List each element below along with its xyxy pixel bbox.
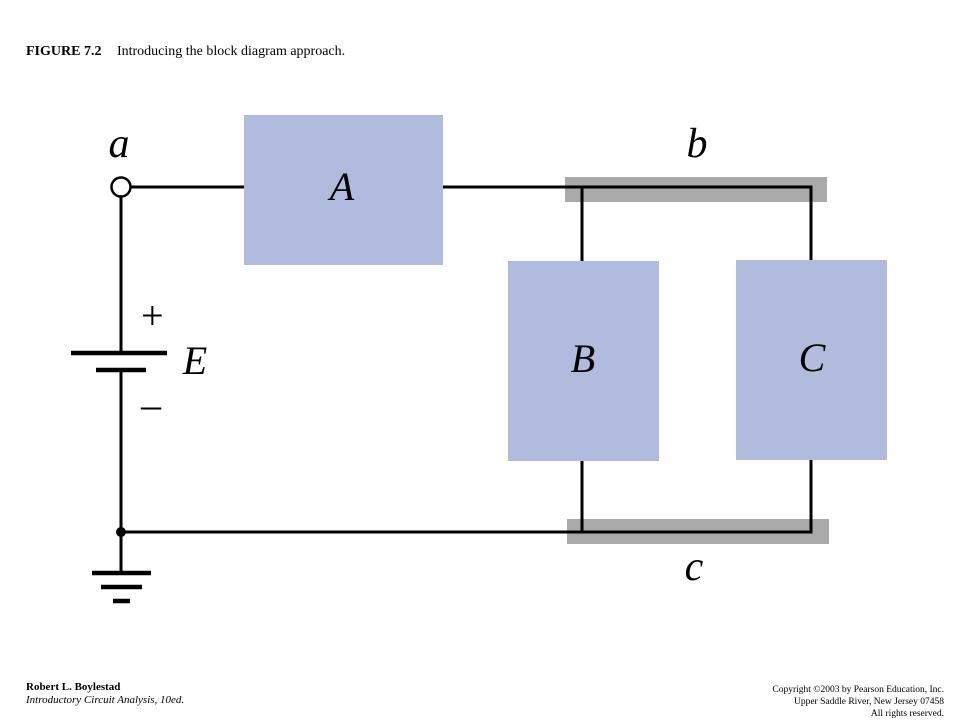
node-b-bus-bar: [565, 177, 827, 202]
footer-book-info: Robert L. Boylestad Introductory Circuit…: [26, 681, 184, 707]
copyright-line-3: All rights reserved.: [870, 709, 944, 719]
footer-book-title: Introductory Circuit Analysis, 10ed.: [26, 694, 185, 706]
copyright-line-1: Copyright ©2003 by Pearson Education, In…: [772, 685, 944, 695]
block-b: [508, 261, 659, 461]
block-a: [244, 115, 443, 265]
battery-label-e: E: [182, 338, 207, 383]
footer-author: Robert L. Boylestad: [26, 681, 121, 693]
battery-symbol: [71, 350, 167, 373]
block-c: [736, 260, 887, 460]
node-b-label: b: [687, 121, 708, 167]
terminal-a: [110, 176, 132, 198]
circuit-wires: [119, 185, 813, 574]
battery-plus-sign: +: [139, 293, 166, 338]
node-c-label: c: [685, 544, 704, 590]
battery-minus-sign: –: [140, 382, 162, 427]
block-a-label: A: [327, 164, 355, 209]
copyright-line-2: Upper Saddle River, New Jersey 07458: [793, 697, 944, 707]
node-a-label: a: [109, 121, 130, 167]
figure-number: FIGURE 7.2: [26, 44, 102, 59]
block-b-label: B: [571, 336, 595, 381]
junction-dot: [116, 527, 126, 537]
figure-title: Introducing the block diagram approach.: [116, 44, 346, 59]
footer-copyright: Copyright ©2003 by Pearson Education, In…: [772, 684, 944, 720]
block-c-label: C: [799, 335, 827, 380]
ground-symbol: [92, 570, 151, 604]
figure-caption: FIGURE 7.2 Introducing the block diagram…: [26, 44, 345, 60]
